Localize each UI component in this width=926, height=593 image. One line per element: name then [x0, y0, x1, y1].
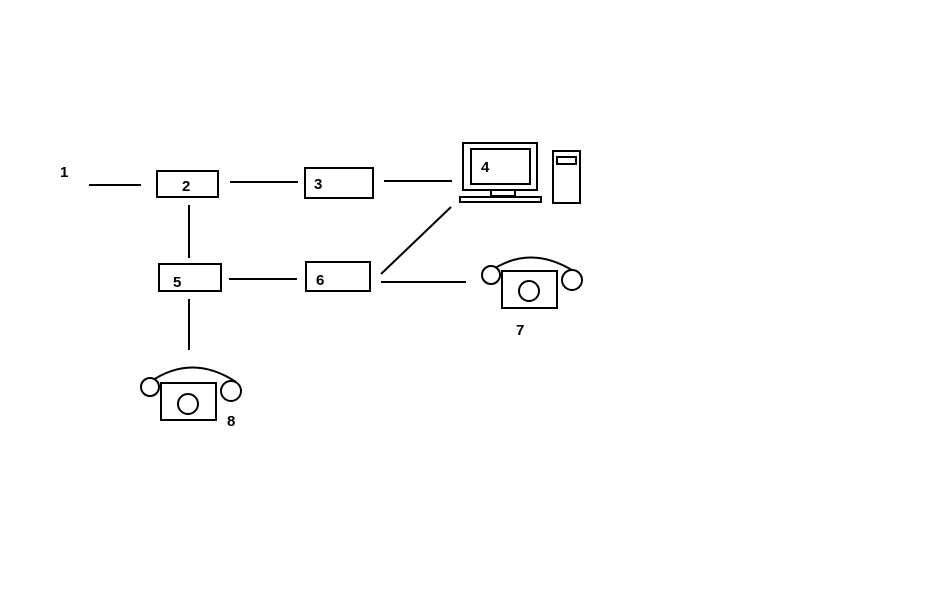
keyboard [459, 196, 542, 203]
box-3 [304, 167, 374, 199]
telephone-icon [481, 256, 583, 309]
label-4: 4 [481, 159, 490, 176]
label-5: 5 [173, 274, 181, 291]
label-8: 8 [227, 413, 235, 430]
box-2 [156, 170, 219, 198]
label-3: 3 [314, 176, 322, 193]
label-1: 1 [60, 164, 68, 181]
line-6-to-4 [380, 206, 452, 275]
box-6 [305, 261, 371, 292]
label-2: 2 [182, 178, 190, 195]
tower-drive [556, 156, 577, 165]
telephone-dial [518, 280, 540, 302]
monitor-base [490, 189, 516, 197]
label-6: 6 [316, 272, 324, 289]
telephone-icon [140, 366, 242, 421]
labels: 1 2 3 4 5 6 7 8 [60, 159, 524, 430]
label-7: 7 [516, 322, 524, 339]
handset-right-earpiece [220, 380, 242, 402]
connections [89, 180, 466, 350]
box-5 [158, 263, 222, 292]
handset-right-earpiece [561, 269, 583, 291]
handset-left-earpiece [481, 265, 501, 285]
handset-cord [488, 256, 576, 273]
computer-icon [459, 142, 581, 204]
boxes [156, 167, 374, 292]
telephone-dial [177, 393, 199, 415]
handset-cord [149, 366, 237, 383]
monitor-screen [470, 148, 531, 185]
handset-left-earpiece [140, 377, 160, 397]
